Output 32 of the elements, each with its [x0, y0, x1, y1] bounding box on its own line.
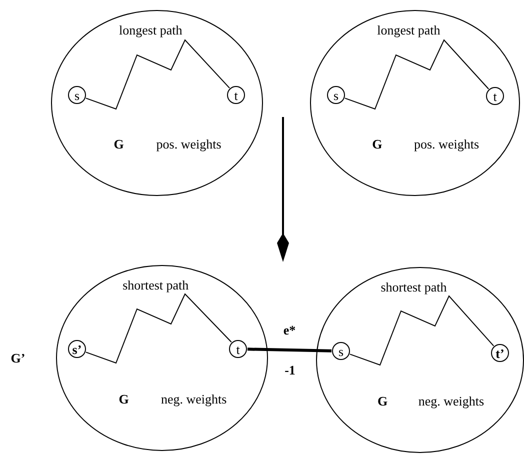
path-caption: longest path — [377, 24, 440, 37]
path-line — [85, 39, 230, 110]
graph-ellipse — [56, 265, 268, 451]
graph-name: G — [377, 394, 388, 408]
vertex-circle: t — [229, 340, 247, 358]
weight-note: pos. weights — [156, 137, 222, 150]
path-line — [344, 39, 490, 110]
weight-note: neg. weights — [160, 392, 227, 406]
graph-ellipse — [51, 10, 263, 196]
vertex-circle: t — [486, 87, 504, 105]
graph-name: G — [114, 137, 124, 150]
path-caption: shortest path — [122, 278, 189, 292]
vertex-circle: t — [227, 86, 245, 104]
graph-ellipse — [316, 267, 524, 453]
weight-note: neg. weights — [418, 394, 484, 408]
edge-line — [247, 348, 332, 352]
path-line — [85, 293, 232, 364]
weight-note: pos. weights — [414, 137, 479, 150]
graph-name: G — [372, 137, 382, 150]
path-line — [349, 295, 494, 366]
graph-name: G — [118, 392, 129, 406]
edge-label: e* — [283, 324, 296, 336]
graph-ellipse — [310, 10, 520, 196]
vertex-circle: t’ — [491, 344, 509, 362]
weight-label: -1 — [284, 364, 296, 376]
vertex-circle: s — [68, 86, 86, 104]
vertex-circle: s — [332, 342, 350, 360]
vertex-circle: s — [327, 86, 345, 104]
path-caption: shortest path — [380, 280, 447, 294]
vertex-circle: s’ — [68, 340, 86, 358]
graph-name: G’ — [10, 352, 26, 364]
path-caption: longest path — [119, 24, 182, 37]
